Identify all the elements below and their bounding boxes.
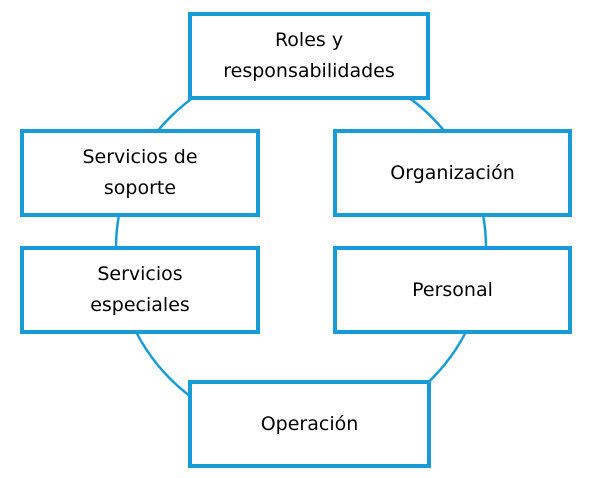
node-label-line: Operación: [260, 412, 359, 435]
node-personal[interactable]: Personal: [333, 246, 572, 334]
node-label-line: Servicios de: [82, 146, 198, 168]
node-servicios-especiales[interactable]: Servicios especiales: [20, 246, 260, 334]
node-label-line: soporte: [103, 177, 177, 199]
node-label-line: especiales: [90, 294, 190, 316]
node-label-line: Servicios: [97, 263, 183, 285]
node-organizacion[interactable]: Organización: [333, 129, 572, 217]
node-label-line: responsabilidades: [223, 60, 395, 82]
node-label-line: Roles y: [274, 29, 344, 51]
node-operacion[interactable]: Operación: [188, 380, 431, 468]
node-servicios-de-soporte[interactable]: Servicios de soporte: [20, 129, 260, 217]
node-label-line: Organización: [390, 161, 515, 184]
node-label-line: Personal: [412, 278, 493, 301]
node-roles-y-responsabilidades[interactable]: Roles y responsabilidades: [188, 12, 430, 100]
